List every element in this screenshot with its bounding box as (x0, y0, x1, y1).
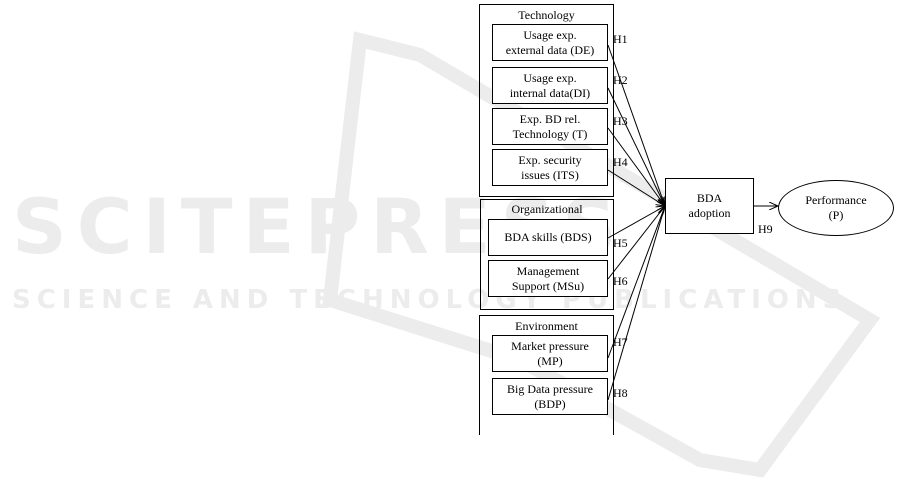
group-environment: Environment (479, 315, 614, 435)
path-h4 (607, 169, 665, 206)
factor-t: Exp. BD rel. Technology (T) (492, 108, 608, 145)
factor-its: Exp. security issues (ITS) (492, 149, 608, 186)
group-title-organizational: Organizational (511, 202, 583, 216)
path-h7 (607, 206, 665, 359)
factor-bdp: Big Data pressure (BDP) (492, 378, 608, 415)
factor-bds: BDA skills (BDS) (488, 219, 608, 256)
hypothesis-label-h4: H4 (613, 155, 628, 169)
path-h6 (607, 206, 665, 280)
group-title-technology: Technology (518, 8, 575, 22)
hypothesis-label-h7: H7 (613, 335, 628, 349)
hypothesis-label-h8: H8 (613, 386, 628, 400)
hypothesis-label-h3: H3 (613, 114, 628, 128)
path-h1 (607, 44, 665, 206)
hypothesis-label-h1: H1 (613, 32, 628, 46)
path-h8 (607, 206, 665, 401)
path-h2 (607, 87, 665, 206)
hypothesis-label-h6: H6 (613, 274, 628, 288)
hypothesis-label-h9: H9 (758, 222, 773, 236)
group-title-environment: Environment (515, 319, 578, 333)
factor-de: Usage exp. external data (DE) (492, 24, 608, 61)
performance-ellipse: Performance (P) (778, 180, 894, 236)
group-organizational: Organizational (480, 199, 614, 310)
path-h5 (607, 206, 665, 239)
path-h3 (607, 127, 665, 206)
factor-msu: Management Support (MSu) (488, 260, 608, 297)
hypothesis-label-h2: H2 (613, 73, 628, 87)
factor-mp: Market pressure (MP) (492, 335, 608, 372)
factor-di: Usage exp. internal data(DI) (492, 67, 608, 104)
hypothesis-label-h5: H5 (613, 236, 628, 250)
bda-adoption-box: BDA adoption (665, 178, 754, 234)
